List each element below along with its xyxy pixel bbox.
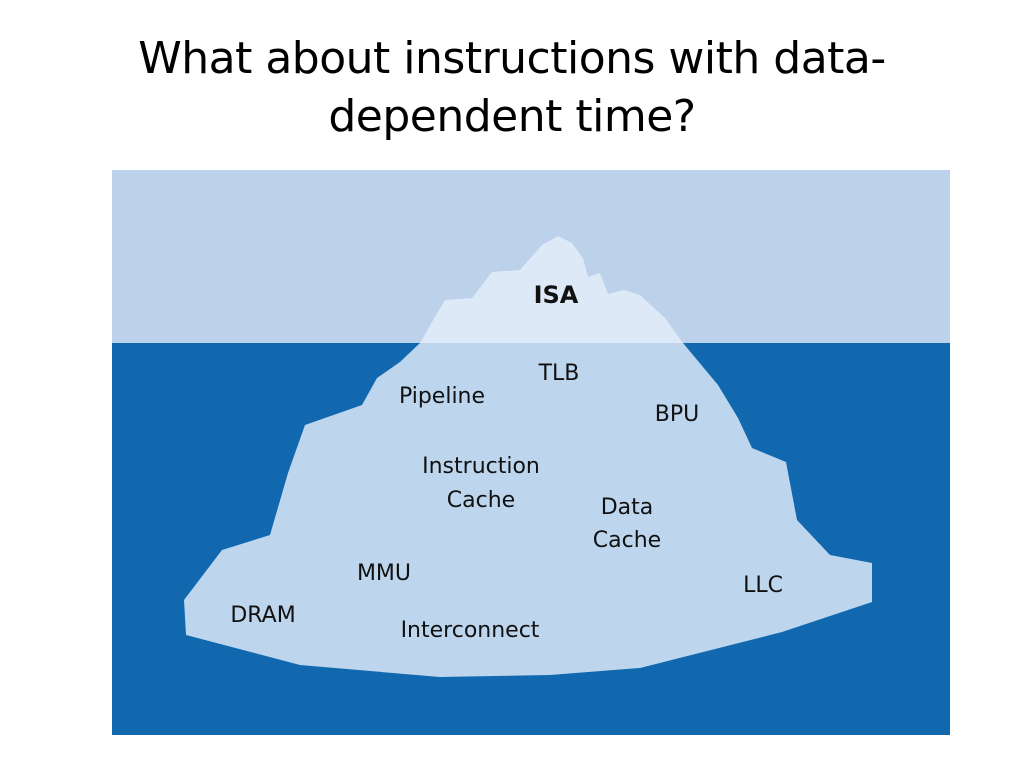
label-data-cache-line-1: Data bbox=[601, 495, 654, 520]
label-bpu: BPU bbox=[655, 402, 699, 427]
label-llc: LLC bbox=[743, 573, 783, 598]
label-tlb: TLB bbox=[538, 361, 580, 386]
label-pipeline: Pipeline bbox=[399, 384, 485, 409]
label-dram: DRAM bbox=[230, 603, 295, 628]
label-interconnect: Interconnect bbox=[401, 618, 540, 643]
label-data-cache-line-2: Cache bbox=[593, 528, 661, 553]
slide-title-line-2: dependent time? bbox=[328, 91, 696, 142]
label-mmu: MMU bbox=[357, 561, 411, 586]
slide-title: What about instructions with data- depen… bbox=[60, 30, 964, 146]
label-isa: ISA bbox=[534, 281, 579, 309]
label-instruction-cache-line-1: Instruction bbox=[422, 454, 540, 479]
iceberg-tip bbox=[420, 236, 683, 343]
label-instruction-cache-line-2: Cache bbox=[447, 488, 515, 513]
slide-title-line-1: What about instructions with data- bbox=[138, 33, 886, 84]
iceberg-submerged bbox=[184, 343, 872, 677]
